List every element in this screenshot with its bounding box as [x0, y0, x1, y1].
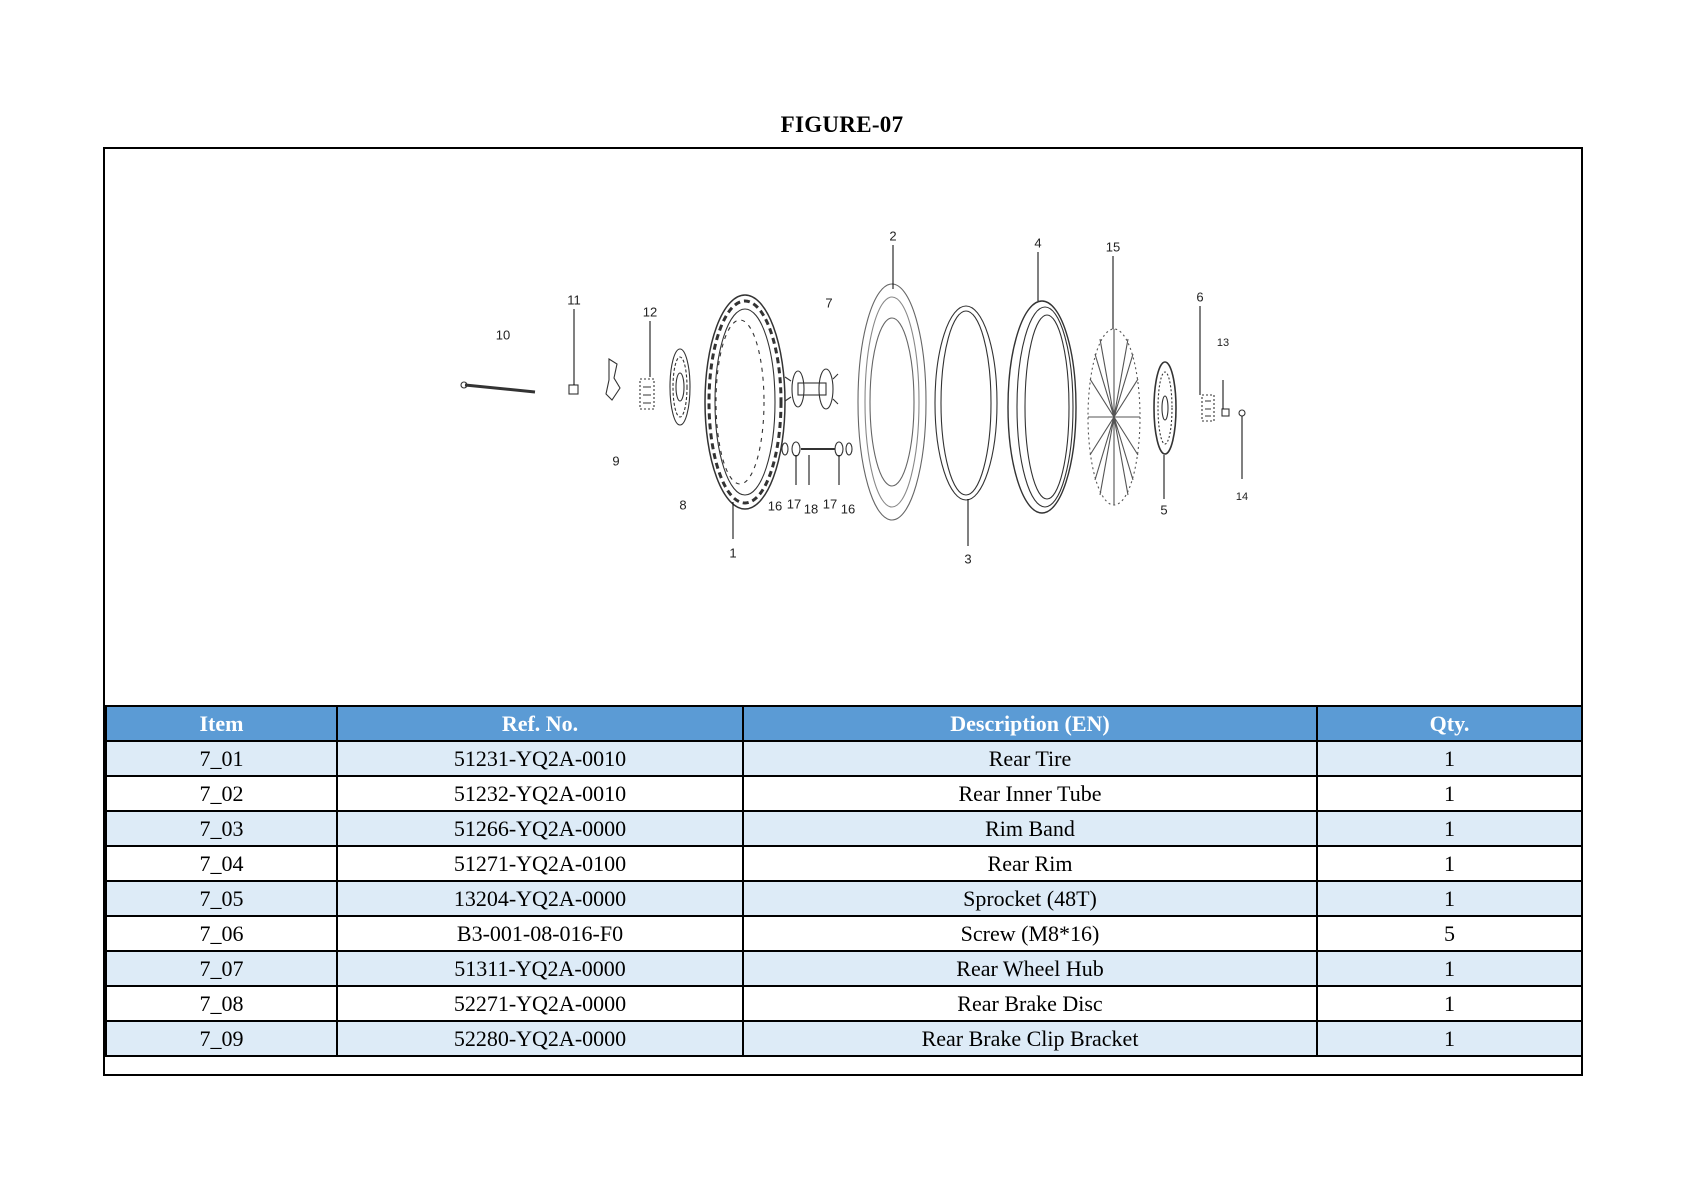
ref-cell: 52280-YQ2A-0000: [336, 1020, 744, 1057]
ref-cell: 51231-YQ2A-0010: [336, 740, 744, 777]
callout-10: 10: [495, 327, 511, 343]
callout-7: 7: [825, 295, 833, 311]
callout-17-left: 17: [786, 496, 802, 512]
description-cell: Rear Brake Disc: [742, 985, 1318, 1022]
table-row: 7_01 51231-YQ2A-0010 Rear Tire 1: [105, 740, 1583, 777]
inner-tube-part: [857, 283, 927, 521]
callout-16-left: 16: [767, 498, 783, 514]
qty-cell: 1: [1316, 880, 1583, 917]
ref-cell: B3-001-08-016-F0: [336, 915, 744, 952]
callout-18: 18: [803, 501, 819, 517]
callout-9: 9: [612, 453, 620, 469]
qty-cell: 1: [1316, 845, 1583, 882]
table-row: 7_04 51271-YQ2A-0100 Rear Rim 1: [105, 845, 1583, 882]
ref-cell: 51271-YQ2A-0100: [336, 845, 744, 882]
callout-12: 12: [642, 304, 658, 320]
ref-cell: 52271-YQ2A-0000: [336, 985, 744, 1022]
callout-3: 3: [964, 551, 972, 567]
brake-disc-part: [669, 348, 691, 426]
description-cell: Rear Rim: [742, 845, 1318, 882]
table-row: 7_08 52271-YQ2A-0000 Rear Brake Disc 1: [105, 985, 1583, 1022]
callout-11: 11: [567, 292, 581, 308]
rim-band-part: [934, 305, 998, 501]
callout-1: 1: [729, 545, 737, 561]
header-qty: Qty.: [1316, 705, 1583, 742]
brake-clip-bracket-part: [605, 358, 621, 401]
item-cell: 7_08: [105, 985, 338, 1022]
table-header-row: Item Ref. No. Description (EN) Qty.: [105, 705, 1583, 742]
rear-wheel-hub-part: [784, 368, 839, 410]
callout-14: 14: [1235, 491, 1249, 503]
table-row: 7_07 51311-YQ2A-0000 Rear Wheel Hub 1: [105, 950, 1583, 987]
qty-cell: 1: [1316, 740, 1583, 777]
callout-15: 15: [1105, 239, 1121, 255]
qty-cell: 1: [1316, 775, 1583, 812]
item-cell: 7_07: [105, 950, 338, 987]
description-cell: Rear Inner Tube: [742, 775, 1318, 812]
header-item: Item: [105, 705, 338, 742]
ref-cell: 51266-YQ2A-0000: [336, 810, 744, 847]
ref-cell: 13204-YQ2A-0000: [336, 880, 744, 917]
wheel-assembly-drawing: [460, 245, 1246, 546]
ref-cell: 51311-YQ2A-0000: [336, 950, 744, 987]
table-row: 7_09 52280-YQ2A-0000 Rear Brake Clip Bra…: [105, 1020, 1583, 1057]
callout-5: 5: [1160, 502, 1168, 518]
callout-4: 4: [1034, 235, 1042, 251]
figure-frame: 1 2 3 4 5 6 7 8 9 10 11 12 13 14 15 16 1…: [103, 147, 1583, 1076]
ref-cell: 51232-YQ2A-0010: [336, 775, 744, 812]
item-cell: 7_01: [105, 740, 338, 777]
callout-6: 6: [1196, 289, 1204, 305]
qty-cell: 1: [1316, 985, 1583, 1022]
table-row: 7_06 B3-001-08-016-F0 Screw (M8*16) 5: [105, 915, 1583, 952]
callout-2: 2: [889, 228, 897, 244]
table-row: 7_03 51266-YQ2A-0000 Rim Band 1: [105, 810, 1583, 847]
hub-bearings-spacers: [781, 441, 853, 457]
sprocket-nuts-part: [1221, 408, 1246, 417]
qty-cell: 1: [1316, 950, 1583, 987]
item-cell: 7_09: [105, 1020, 338, 1057]
callout-13: 13: [1216, 337, 1230, 349]
item-cell: 7_03: [105, 810, 338, 847]
callout-16-right: 16: [840, 501, 856, 517]
rear-axle-part: [460, 381, 536, 394]
callout-leaders: [573, 245, 1243, 546]
rear-tire-part: [704, 294, 786, 510]
qty-cell: 1: [1316, 1020, 1583, 1057]
item-cell: 7_06: [105, 915, 338, 952]
exploded-view-diagram: 1 2 3 4 5 6 7 8 9 10 11 12 13 14 15 16 1…: [105, 149, 1581, 705]
description-cell: Screw (M8*16): [742, 915, 1318, 952]
callout-8: 8: [679, 497, 687, 513]
parts-table: Item Ref. No. Description (EN) Qty. 7_01…: [105, 705, 1583, 1057]
sprocket-part: [1153, 361, 1177, 455]
rear-rim-part: [1007, 300, 1077, 514]
qty-cell: 5: [1316, 915, 1583, 952]
caliper-part: [639, 378, 655, 410]
description-cell: Rear Brake Clip Bracket: [742, 1020, 1318, 1057]
item-cell: 7_04: [105, 845, 338, 882]
callout-17-right: 17: [822, 496, 838, 512]
description-cell: Rear Tire: [742, 740, 1318, 777]
description-cell: Rear Wheel Hub: [742, 950, 1318, 987]
qty-cell: 1: [1316, 810, 1583, 847]
description-cell: Rim Band: [742, 810, 1318, 847]
axle-nut-part: [568, 384, 579, 395]
table-row: 7_05 13204-YQ2A-0000 Sprocket (48T) 1: [105, 880, 1583, 917]
description-cell: Sprocket (48T): [742, 880, 1318, 917]
item-cell: 7_05: [105, 880, 338, 917]
spokes-part: [1087, 328, 1141, 506]
item-cell: 7_02: [105, 775, 338, 812]
header-ref-no: Ref. No.: [336, 705, 744, 742]
table-row: 7_02 51232-YQ2A-0010 Rear Inner Tube 1: [105, 775, 1583, 812]
header-description: Description (EN): [742, 705, 1318, 742]
figure-title: FIGURE-07: [780, 112, 904, 137]
sprocket-bolts-part: [1201, 394, 1215, 422]
